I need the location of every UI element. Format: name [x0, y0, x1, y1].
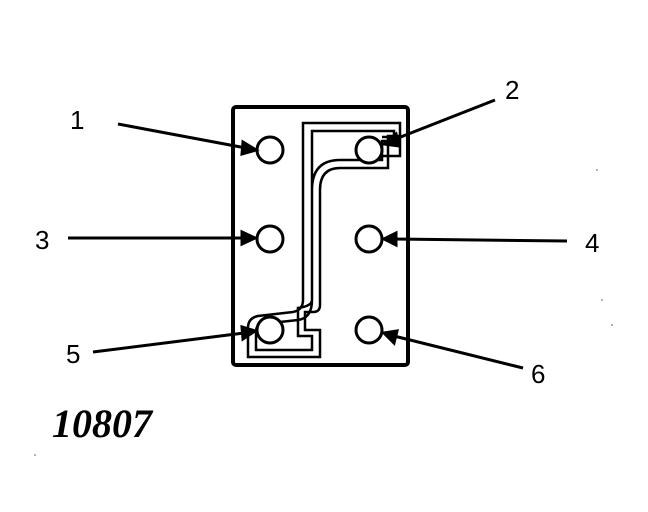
arrowhead-4	[380, 230, 398, 248]
terminal-6	[354, 315, 384, 345]
label-terminal-4: 4	[585, 228, 599, 258]
label-terminal-6: 6	[531, 359, 545, 389]
label-terminal-2: 2	[505, 75, 519, 105]
arrowhead-6	[380, 329, 400, 346]
leader-6	[393, 334, 524, 370]
relay-body	[231, 105, 410, 367]
leader-4	[393, 237, 568, 243]
leader-1	[117, 122, 247, 150]
terminal-3	[255, 224, 285, 254]
terminal-5	[255, 315, 285, 345]
terminal-2	[354, 135, 384, 165]
arrowhead-2	[380, 131, 401, 148]
label-terminal-1: 1	[70, 105, 84, 135]
terminal-4	[354, 224, 384, 254]
leader-5	[92, 331, 245, 354]
terminal-1	[255, 135, 285, 165]
arrowhead-1	[240, 139, 260, 157]
label-terminal-5: 5	[66, 339, 80, 369]
label-terminal-3: 3	[35, 225, 49, 255]
arrowhead-3	[240, 229, 259, 247]
figure-number: 10807	[52, 401, 154, 446]
leader-lines	[68, 98, 568, 370]
leader-2	[392, 98, 496, 142]
scan-specks	[34, 169, 613, 456]
terminal-labels: 1 2 3 4 5 6	[35, 75, 599, 389]
arrowhead-5	[240, 324, 259, 342]
terminals	[255, 135, 384, 345]
